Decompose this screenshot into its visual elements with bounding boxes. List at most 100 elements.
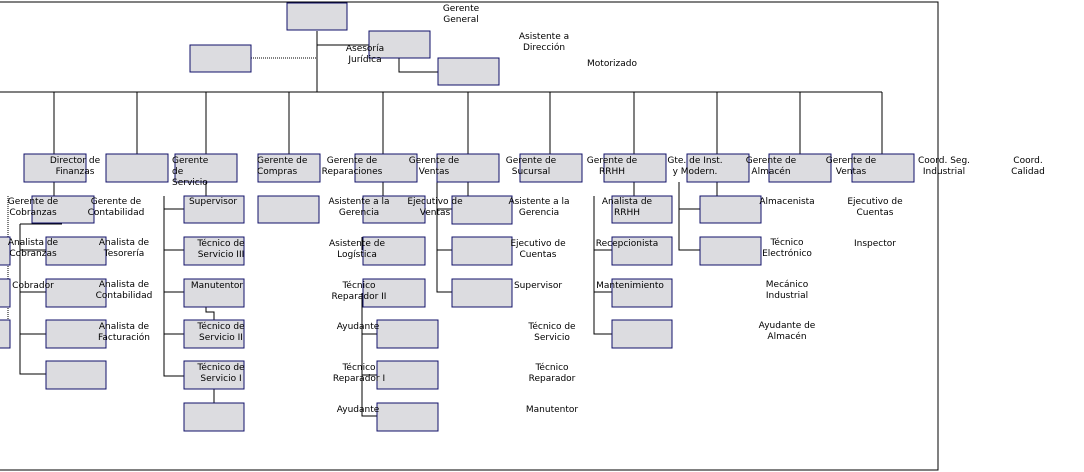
connector-line (205, 306, 215, 320)
label-analista-facturacion: Analista de Facturación (98, 322, 150, 343)
label-supervisor-1: Supervisor (188, 197, 238, 207)
box-reparaciones-sub (362, 195, 426, 224)
box-manager (23, 153, 87, 183)
label-cobrador: Cobrador (12, 281, 54, 291)
label-gerente-servicio: Gerente de Servicio (172, 156, 209, 188)
label-gerente-almacen: Gerente de Almacén (745, 156, 797, 177)
label-ejecutivo-cuentas-2: Ejecutivo de Cuentas (847, 197, 903, 218)
box-motorizado (437, 57, 500, 86)
box-manager (686, 153, 750, 183)
box-manager (354, 153, 418, 183)
label-ayudante-almacen: Ayudante de Almacén (758, 321, 816, 342)
connector-line (593, 196, 612, 335)
label-asistente-gerencia-1: Asistente a la Gerencia (328, 197, 390, 218)
box-reparaciones-sub (376, 402, 439, 432)
box-servicio-sub (183, 402, 245, 432)
connector-line (436, 182, 452, 293)
box-manager (257, 153, 321, 183)
connector-line (361, 306, 377, 417)
box-finanzas-sub (45, 360, 107, 390)
box-rrhh-sub (611, 278, 673, 308)
label-manutentor-2: Manutentor (525, 405, 579, 415)
label-ayudante-2: Ayudante (336, 405, 380, 415)
box-servicio-sub (183, 278, 245, 308)
box-reparaciones-sub (362, 236, 426, 266)
box-manager (174, 153, 238, 183)
label-gerente-sucursal: Gerente de Sucursal (505, 156, 557, 177)
box-manager (436, 153, 500, 183)
connector-lines (0, 31, 883, 417)
box-inst-sub (699, 195, 762, 224)
label-motorizado: Motorizado (587, 59, 637, 69)
label-gerente-reparaciones: Gerente de Reparaciones (321, 156, 383, 177)
box-manager (851, 153, 915, 183)
label-asistente-logistica: Asistente de Logística (329, 239, 385, 260)
box-ventas-sub (451, 278, 513, 308)
label-gerente-rrhh: Gerente de RRHH (586, 156, 638, 177)
box-reparaciones-sub (362, 278, 426, 308)
box-servicio-sub (183, 195, 245, 224)
box-finanzas-sub (45, 319, 107, 349)
label-tecnico-servicio: Técnico de Servicio (528, 322, 576, 343)
label-recepcionista: Recepcionista (595, 239, 659, 249)
label-mecanico-industrial: Mecánico Industrial (765, 280, 809, 301)
box-reparaciones-sub (376, 360, 439, 390)
box-inst-sub (699, 236, 762, 266)
box-rrhh-sub (611, 319, 673, 349)
label-ejecutivo-cuentas-1: Ejecutivo de Cuentas (510, 239, 566, 260)
connector-line (163, 196, 184, 377)
connector-line (398, 58, 438, 73)
box-finanzas-sub (45, 278, 107, 308)
position-box (0, 319, 11, 349)
label-gte-inst-modern: Gte. de Inst. y Modern. (667, 156, 723, 177)
box-servicio-sub (183, 360, 245, 390)
box-reparaciones-sub (376, 319, 439, 349)
box-manager (768, 153, 832, 183)
box-finanzas-sub (31, 195, 95, 224)
label-tecnico-servicio-iii: Técnico de Servicio III (197, 239, 245, 260)
connector-line (19, 224, 46, 375)
label-almacenista: Almacenista (759, 197, 815, 207)
label-asistente-gerencia-2: Asistente a la Gerencia (508, 197, 570, 218)
box-gerente-general (286, 2, 348, 31)
chart-frame (0, 1, 939, 471)
label-coord-seg-industrial: Coord. Seg. Industrial (917, 156, 971, 177)
box-compras-sub (257, 195, 320, 224)
box-ventas-sub (451, 236, 513, 266)
box-servicio-sub (183, 319, 245, 349)
label-ayudante-1: Ayudante (336, 322, 380, 332)
position-box (0, 236, 11, 266)
label-gerente-ventas-2: Gerente de Ventas (825, 156, 877, 177)
label-tecnico-reparador-ii: Técnico Reparador II (331, 281, 387, 302)
label-manutentor-1: Manutentor (190, 281, 244, 291)
label-gerente-general: Gerente General (442, 4, 480, 25)
box-rrhh-sub (611, 195, 673, 224)
box-ventas-sub (451, 195, 513, 225)
box-asistente-left (189, 44, 252, 73)
box-manager (105, 153, 169, 183)
position-box (0, 278, 11, 308)
label-gerente-compras: Gerente de Compras (257, 156, 308, 177)
box-finanzas-sub (45, 236, 107, 266)
box-servicio-sub (183, 236, 245, 266)
label-tecnico-reparador-i: Técnico Reparador I (332, 363, 386, 384)
connector-line (678, 182, 700, 251)
label-coord-calidad: Coord. Calidad (1011, 156, 1045, 177)
label-tecnico-servicio-ii: Técnico de Servicio II (197, 322, 245, 343)
label-inspector: Inspector (854, 239, 896, 249)
label-analista-rrhh: Analista de RRHH (601, 197, 653, 218)
label-supervisor-2: Supervisor (513, 281, 563, 291)
label-analista-contabilidad: Analista de Contabilidad (95, 280, 153, 301)
label-analista-cobranzas: Analista de Cobranzas (7, 238, 59, 259)
box-manager (519, 153, 583, 183)
label-asistente-direccion: Asistente a Dirección (518, 32, 570, 53)
label-gerente-ventas: Gerente de Ventas (408, 156, 460, 177)
position-boxes (0, 2, 915, 432)
label-gerente-contabilidad: Gerente de Contabilidad (87, 197, 145, 218)
box-rrhh-sub (611, 236, 673, 266)
label-director-finanzas: Director de Finanzas (49, 156, 101, 177)
label-tecnico-electronico: Técnico Electrónico (762, 238, 812, 259)
label-analista-tesoreria: Analista de Tesorería (98, 238, 150, 259)
label-tecnico-servicio-i: Técnico de Servicio I (197, 363, 245, 384)
